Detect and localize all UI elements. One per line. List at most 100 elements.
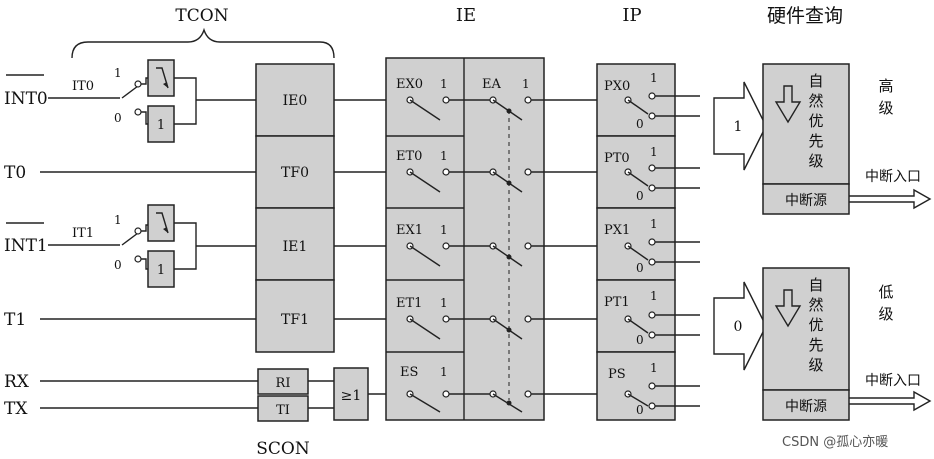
ex0-label: EX0 bbox=[396, 77, 423, 92]
px0-one: 1 bbox=[650, 71, 658, 85]
ex1-label: EX1 bbox=[396, 223, 423, 238]
it0-level-gate bbox=[147, 105, 175, 143]
pt1-zero: 0 bbox=[636, 333, 644, 347]
pt1-label: PT1 bbox=[604, 295, 630, 310]
low-np-char-5: 级 bbox=[808, 356, 823, 374]
it0-merge-wire bbox=[174, 77, 197, 125]
it1-edge-detector bbox=[147, 204, 175, 242]
high-np-char-1: 自 bbox=[808, 72, 823, 90]
hardware-query-label: 硬件查询 bbox=[767, 5, 843, 27]
ip-label: IP bbox=[622, 5, 641, 26]
pt1-switch bbox=[627, 318, 649, 334]
low-np-char-4: 先 bbox=[808, 336, 823, 354]
it1-label: IT1 bbox=[72, 226, 94, 241]
high-natural-priority-box bbox=[762, 63, 850, 185]
tcon-label: TCON bbox=[175, 6, 228, 26]
low-np-char-1: 自 bbox=[808, 276, 823, 294]
low-level-char-1: 低 bbox=[878, 283, 893, 301]
it1-edge-arrow-icon bbox=[163, 227, 168, 233]
ps-label: PS bbox=[608, 367, 626, 382]
it1-merge-wire bbox=[174, 222, 197, 270]
it1-one: 1 bbox=[114, 213, 122, 227]
pt0-switch bbox=[627, 171, 649, 187]
flag-ti bbox=[257, 395, 309, 422]
high-np-char-2: 然 bbox=[808, 92, 823, 110]
ip-cell-px0 bbox=[596, 63, 676, 137]
high-np-char-3: 优 bbox=[808, 112, 823, 130]
et1-one: 1 bbox=[440, 296, 448, 310]
it1-contact-1 bbox=[134, 227, 142, 235]
it1-gate-label: 1 bbox=[157, 263, 165, 278]
it0-contact-0 bbox=[134, 108, 142, 116]
es-one: 1 bbox=[440, 365, 448, 379]
ps-switch bbox=[627, 393, 649, 407]
ip-cell-pt0 bbox=[596, 135, 676, 209]
flag-ri bbox=[257, 368, 309, 395]
high-np-char-4: 先 bbox=[808, 132, 823, 150]
it0-gate-label: 1 bbox=[157, 118, 165, 133]
ea-one: 1 bbox=[522, 77, 530, 91]
pt0-zero: 0 bbox=[636, 189, 644, 203]
px1-one: 1 bbox=[650, 217, 658, 231]
ip-cell-pt1 bbox=[596, 279, 676, 353]
high-level-char-1: 高 bbox=[878, 77, 893, 95]
high-entry-label: 中断入口 bbox=[865, 169, 921, 185]
rx-label: RX bbox=[4, 372, 30, 392]
it1-switch-blade bbox=[121, 232, 139, 246]
high-source-label: 中断源 bbox=[785, 193, 827, 209]
low-entry-label: 中断入口 bbox=[865, 373, 921, 389]
flag-tf0 bbox=[255, 135, 335, 209]
it0-label: IT0 bbox=[72, 79, 94, 94]
watermark: CSDN @孤心亦暖 bbox=[782, 434, 888, 450]
low-np-char-2: 然 bbox=[808, 296, 823, 314]
it0-wire-up bbox=[141, 77, 148, 85]
high-down-arrow-icon bbox=[774, 85, 802, 124]
high-entry-arrow bbox=[849, 188, 932, 210]
et0-switch bbox=[409, 171, 441, 193]
pt0-one: 1 bbox=[650, 145, 658, 159]
flag-tf1-label: TF1 bbox=[281, 312, 309, 328]
px1-label: PX1 bbox=[604, 223, 630, 238]
px0-switch bbox=[627, 99, 649, 115]
low-priority-arrow bbox=[713, 281, 767, 371]
or-gate bbox=[333, 367, 369, 421]
pt0-label: PT0 bbox=[604, 151, 630, 166]
low-source-box bbox=[762, 389, 850, 421]
int1-label: INT1 bbox=[4, 236, 48, 256]
or-gate-label: ≥1 bbox=[341, 388, 362, 404]
high-source-box bbox=[762, 183, 850, 215]
it1-wire-up bbox=[141, 224, 148, 232]
it0-edge-arrow-icon bbox=[163, 82, 168, 88]
es-label: ES bbox=[400, 365, 418, 380]
it1-wire-down bbox=[141, 258, 148, 270]
low-entry-arrow bbox=[849, 390, 932, 412]
low-level-char-2: 级 bbox=[878, 305, 893, 323]
it1-zero: 0 bbox=[114, 258, 122, 272]
px1-switch bbox=[627, 245, 649, 261]
flag-ie1 bbox=[255, 207, 335, 281]
et1-label: ET1 bbox=[396, 296, 422, 311]
it0-zero: 0 bbox=[114, 111, 122, 125]
low-priority-value: 0 bbox=[734, 319, 743, 335]
high-np-char-5: 级 bbox=[808, 152, 823, 170]
t1-label: T1 bbox=[4, 310, 26, 330]
low-natural-priority-box bbox=[762, 267, 850, 391]
it0-edge-detector bbox=[147, 59, 175, 97]
flag-ie0-label: IE0 bbox=[283, 93, 308, 109]
et0-one: 1 bbox=[440, 149, 448, 163]
it0-contact-1 bbox=[134, 80, 142, 88]
flag-tf0-label: TF0 bbox=[281, 165, 309, 181]
high-priority-arrow bbox=[713, 81, 767, 171]
ex0-one: 1 bbox=[440, 77, 448, 91]
ps-one: 1 bbox=[650, 361, 658, 375]
es-switch bbox=[409, 393, 441, 413]
px1-zero: 0 bbox=[636, 261, 644, 275]
it0-one: 1 bbox=[114, 66, 122, 80]
pt1-one: 1 bbox=[650, 289, 658, 303]
it1-falling-edge-icon bbox=[156, 212, 169, 234]
ie-label: IE bbox=[456, 5, 476, 26]
it0-falling-edge-icon bbox=[156, 67, 169, 89]
low-source-label: 中断源 bbox=[785, 399, 827, 415]
px0-label: PX0 bbox=[604, 79, 630, 94]
